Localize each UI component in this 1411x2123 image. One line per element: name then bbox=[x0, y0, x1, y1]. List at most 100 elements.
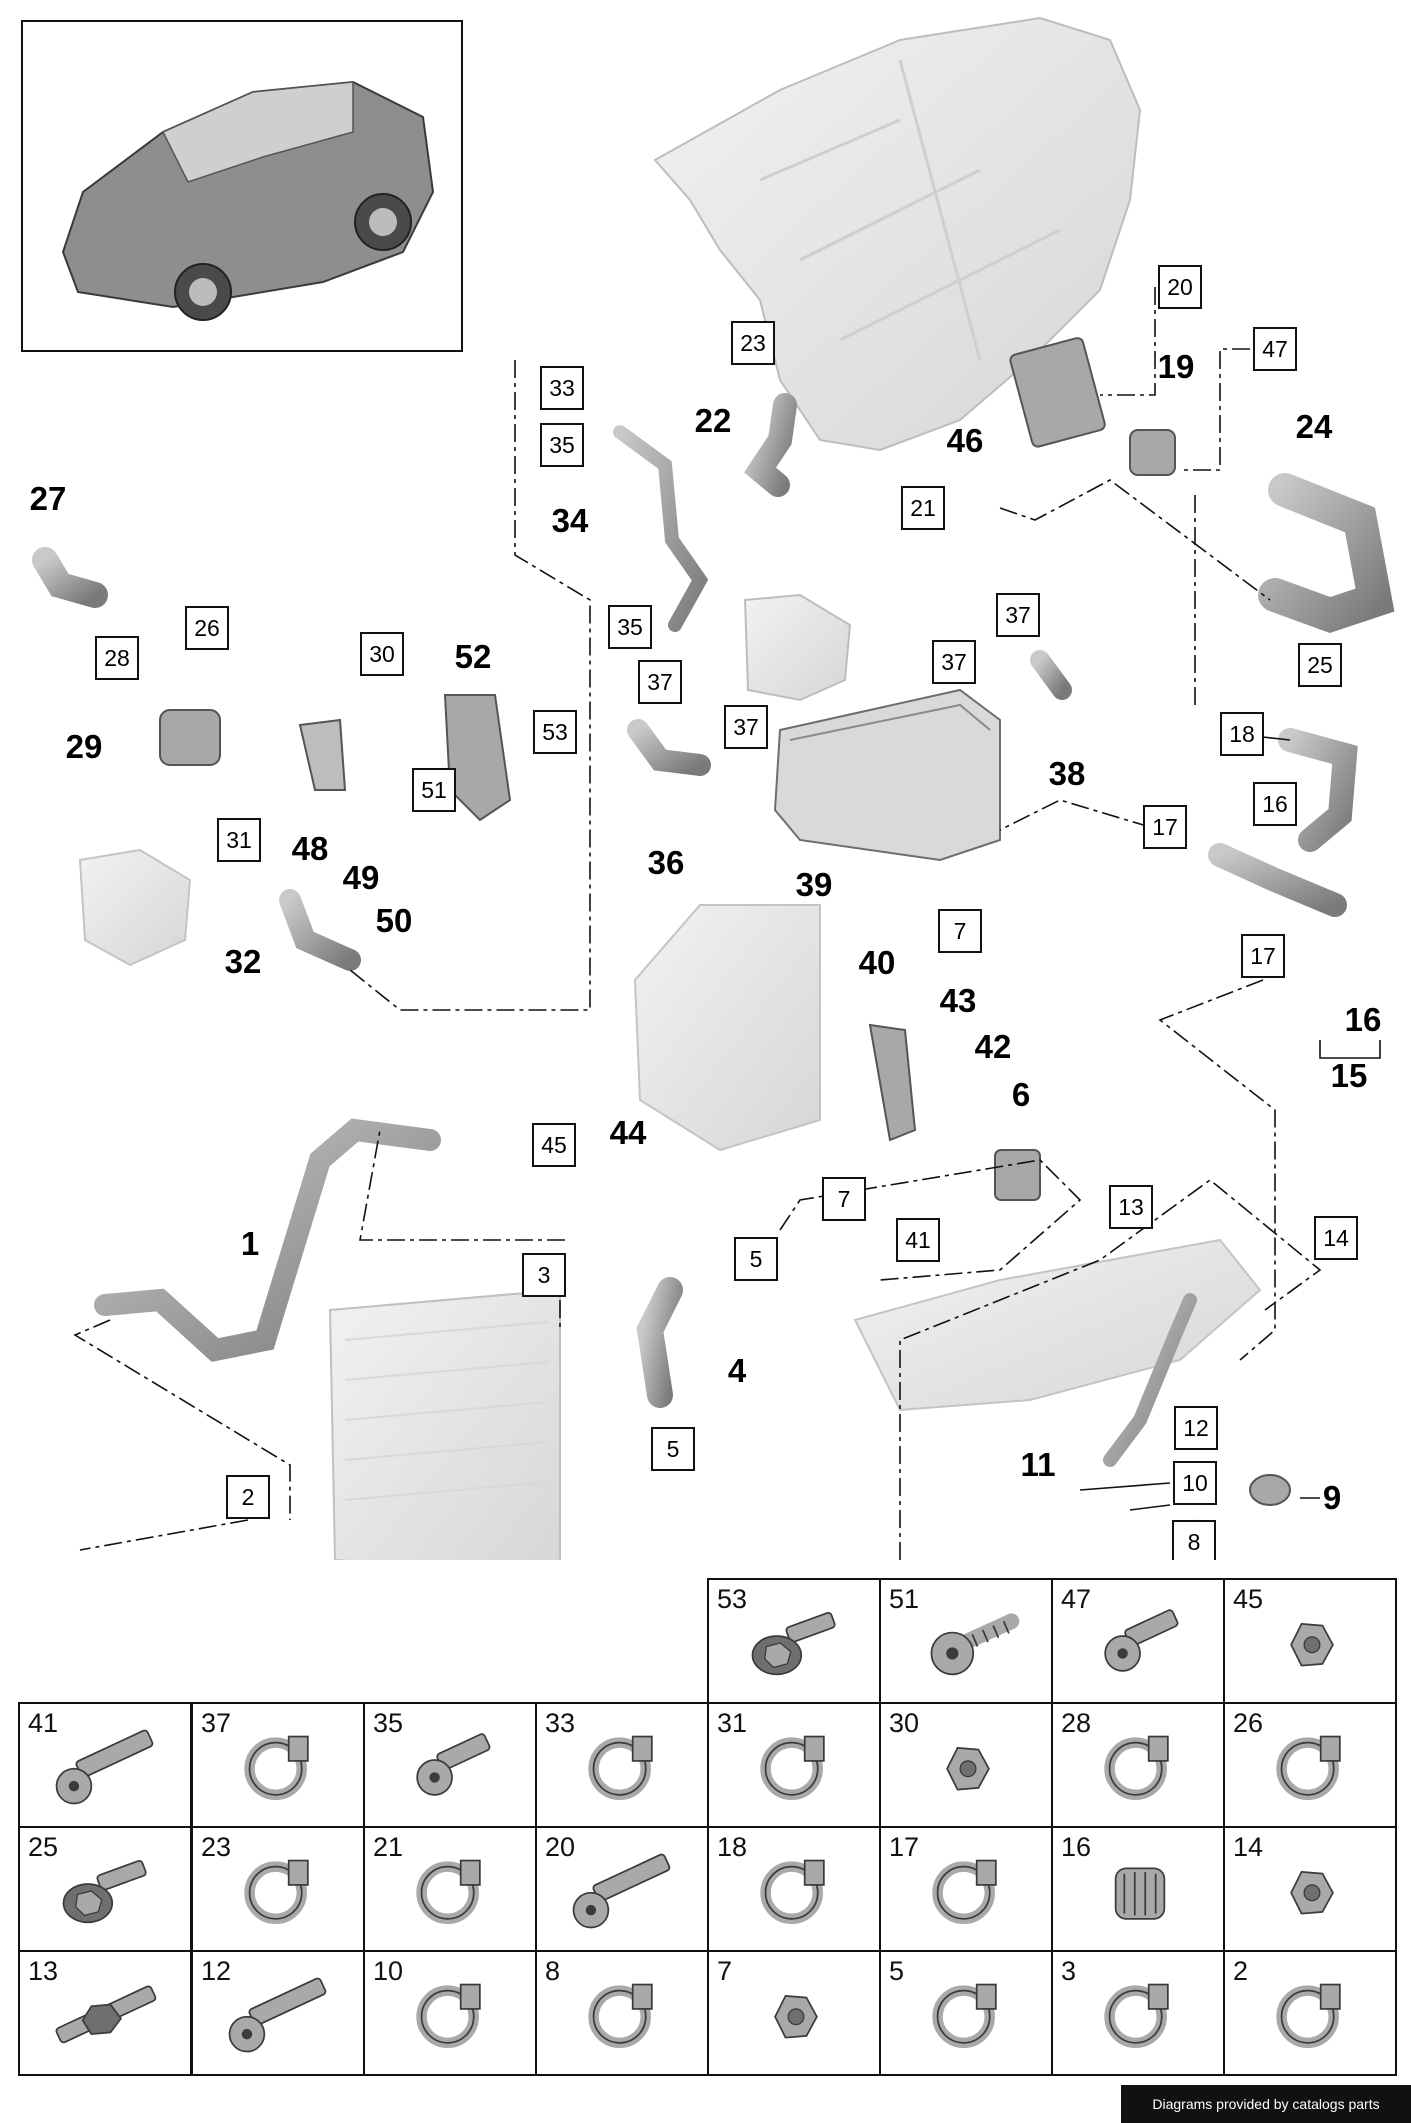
parts-cell-13[interactable]: 13 bbox=[18, 1950, 192, 2076]
callout-box-17[interactable]: 17 bbox=[1143, 805, 1187, 849]
callout-box-35[interactable]: 35 bbox=[540, 423, 584, 467]
part-number-6[interactable]: 6 bbox=[1012, 1076, 1030, 1113]
parts-cell-14[interactable]: 14 bbox=[1223, 1826, 1397, 1952]
part-number-16[interactable]: 16 bbox=[1345, 1001, 1382, 1038]
parts-cell-53[interactable]: 53 bbox=[707, 1578, 881, 1704]
parts-cell-33[interactable]: 33 bbox=[535, 1702, 709, 1828]
parts-cell-number: 5 bbox=[889, 1956, 905, 1986]
part-number-46[interactable]: 46 bbox=[947, 422, 984, 459]
part-number-22[interactable]: 22 bbox=[695, 402, 732, 439]
parts-cell-47[interactable]: 47 bbox=[1051, 1578, 1225, 1704]
callout-box-25[interactable]: 25 bbox=[1298, 643, 1342, 687]
callout-number: 33 bbox=[549, 375, 575, 401]
vehicle-thumbnail bbox=[21, 20, 463, 352]
parts-cell-20[interactable]: 20 bbox=[535, 1826, 709, 1952]
parts-cell-16[interactable]: 16 bbox=[1051, 1826, 1225, 1952]
parts-cell-21[interactable]: 21 bbox=[363, 1826, 537, 1952]
part-number-19[interactable]: 19 bbox=[1158, 348, 1195, 385]
callout-box-33[interactable]: 33 bbox=[540, 366, 584, 410]
callout-box-37[interactable]: 37 bbox=[932, 640, 976, 684]
callout-box-30[interactable]: 30 bbox=[360, 632, 404, 676]
callout-box-23[interactable]: 23 bbox=[731, 321, 775, 365]
parts-cell-12[interactable]: 12 bbox=[191, 1950, 365, 2076]
part-number-4[interactable]: 4 bbox=[728, 1352, 747, 1389]
parts-cell-3[interactable]: 3 bbox=[1051, 1950, 1225, 2076]
callout-box-31[interactable]: 31 bbox=[217, 818, 261, 862]
parts-cell-5[interactable]: 5 bbox=[879, 1950, 1053, 2076]
part-number-38[interactable]: 38 bbox=[1049, 755, 1086, 792]
part-number-15[interactable]: 15 bbox=[1331, 1057, 1368, 1094]
parts-cell-7[interactable]: 7 bbox=[707, 1950, 881, 2076]
parts-cell-37[interactable]: 37 bbox=[191, 1702, 365, 1828]
callout-box-7[interactable]: 7 bbox=[822, 1177, 866, 1221]
nut-icon bbox=[1290, 1622, 1334, 1667]
callout-box-17[interactable]: 17 bbox=[1241, 934, 1285, 978]
callout-box-7[interactable]: 7 bbox=[938, 909, 982, 953]
part-number-27[interactable]: 27 bbox=[30, 480, 67, 517]
callout-box-37[interactable]: 37 bbox=[724, 705, 768, 749]
parts-cell-26[interactable]: 26 bbox=[1223, 1702, 1397, 1828]
callout-box-14[interactable]: 14 bbox=[1314, 1216, 1358, 1260]
parts-cell-31[interactable]: 31 bbox=[707, 1702, 881, 1828]
rear-subframe bbox=[853, 1238, 1262, 1412]
callout-box-20[interactable]: 20 bbox=[1158, 265, 1202, 309]
parts-cell-41[interactable]: 41 bbox=[18, 1702, 192, 1828]
parts-cell-17[interactable]: 17 bbox=[879, 1826, 1053, 1952]
callout-box-8[interactable]: 8 bbox=[1172, 1520, 1216, 1560]
callout-box-51[interactable]: 51 bbox=[412, 768, 456, 812]
part-number-11[interactable]: 11 bbox=[1021, 1446, 1056, 1483]
callout-box-5[interactable]: 5 bbox=[734, 1237, 778, 1281]
part-number-39[interactable]: 39 bbox=[796, 866, 833, 903]
part-number-9[interactable]: 9 bbox=[1323, 1479, 1341, 1516]
part-number-36[interactable]: 36 bbox=[648, 844, 685, 881]
callout-box-45[interactable]: 45 bbox=[532, 1123, 576, 1167]
parts-cell-23[interactable]: 23 bbox=[191, 1826, 365, 1952]
parts-cell-8[interactable]: 8 bbox=[535, 1950, 709, 2076]
parts-cell-30[interactable]: 30 bbox=[879, 1702, 1053, 1828]
callout-box-35[interactable]: 35 bbox=[608, 605, 652, 649]
parts-cell-18[interactable]: 18 bbox=[707, 1826, 881, 1952]
callout-box-28[interactable]: 28 bbox=[95, 636, 139, 680]
callout-number: 12 bbox=[1183, 1415, 1209, 1441]
parts-cell-10[interactable]: 10 bbox=[363, 1950, 537, 2076]
part-number-52[interactable]: 52 bbox=[455, 638, 492, 675]
part-number-44[interactable]: 44 bbox=[610, 1114, 647, 1151]
callout-box-37[interactable]: 37 bbox=[996, 593, 1040, 637]
callout-box-37[interactable]: 37 bbox=[638, 660, 682, 704]
callout-box-18[interactable]: 18 bbox=[1220, 712, 1264, 756]
parts-cell-35[interactable]: 35 bbox=[363, 1702, 537, 1828]
callout-box-26[interactable]: 26 bbox=[185, 606, 229, 650]
parts-cell-number: 23 bbox=[201, 1832, 232, 1862]
callout-box-12[interactable]: 12 bbox=[1174, 1406, 1218, 1450]
callout-box-3[interactable]: 3 bbox=[522, 1253, 566, 1297]
part-number-49[interactable]: 49 bbox=[343, 859, 380, 896]
callout-box-16[interactable]: 16 bbox=[1253, 782, 1297, 826]
callout-box-10[interactable]: 10 bbox=[1173, 1461, 1217, 1505]
part-number-40[interactable]: 40 bbox=[859, 944, 896, 981]
parts-cell-45[interactable]: 45 bbox=[1223, 1578, 1397, 1704]
part-number-24[interactable]: 24 bbox=[1296, 408, 1333, 445]
part-number-48[interactable]: 48 bbox=[292, 830, 329, 867]
callout-box-47[interactable]: 47 bbox=[1253, 327, 1297, 371]
expansion-tank bbox=[743, 593, 852, 702]
callout-box-21[interactable]: 21 bbox=[901, 486, 945, 530]
callout-box-2[interactable]: 2 bbox=[226, 1475, 270, 1519]
part-number-43[interactable]: 43 bbox=[940, 982, 977, 1019]
part-number-29[interactable]: 29 bbox=[66, 728, 103, 765]
part-number-1[interactable]: 1 bbox=[241, 1225, 259, 1262]
part-number-42[interactable]: 42 bbox=[975, 1028, 1012, 1065]
parts-cell-number: 12 bbox=[201, 1956, 232, 1986]
part-number-34[interactable]: 34 bbox=[552, 502, 589, 539]
parts-cell-28[interactable]: 28 bbox=[1051, 1702, 1225, 1828]
parts-cell-number: 25 bbox=[28, 1832, 59, 1862]
parts-cell-2[interactable]: 2 bbox=[1223, 1950, 1397, 2076]
callout-box-5[interactable]: 5 bbox=[651, 1427, 695, 1471]
parts-cell-number: 10 bbox=[373, 1956, 404, 1986]
callout-box-53[interactable]: 53 bbox=[533, 710, 577, 754]
parts-cell-51[interactable]: 51 bbox=[879, 1578, 1053, 1704]
callout-box-41[interactable]: 41 bbox=[896, 1218, 940, 1262]
callout-box-13[interactable]: 13 bbox=[1109, 1185, 1153, 1229]
part-number-32[interactable]: 32 bbox=[225, 943, 262, 980]
part-number-50[interactable]: 50 bbox=[376, 902, 413, 939]
parts-cell-25[interactable]: 25 bbox=[18, 1826, 192, 1952]
